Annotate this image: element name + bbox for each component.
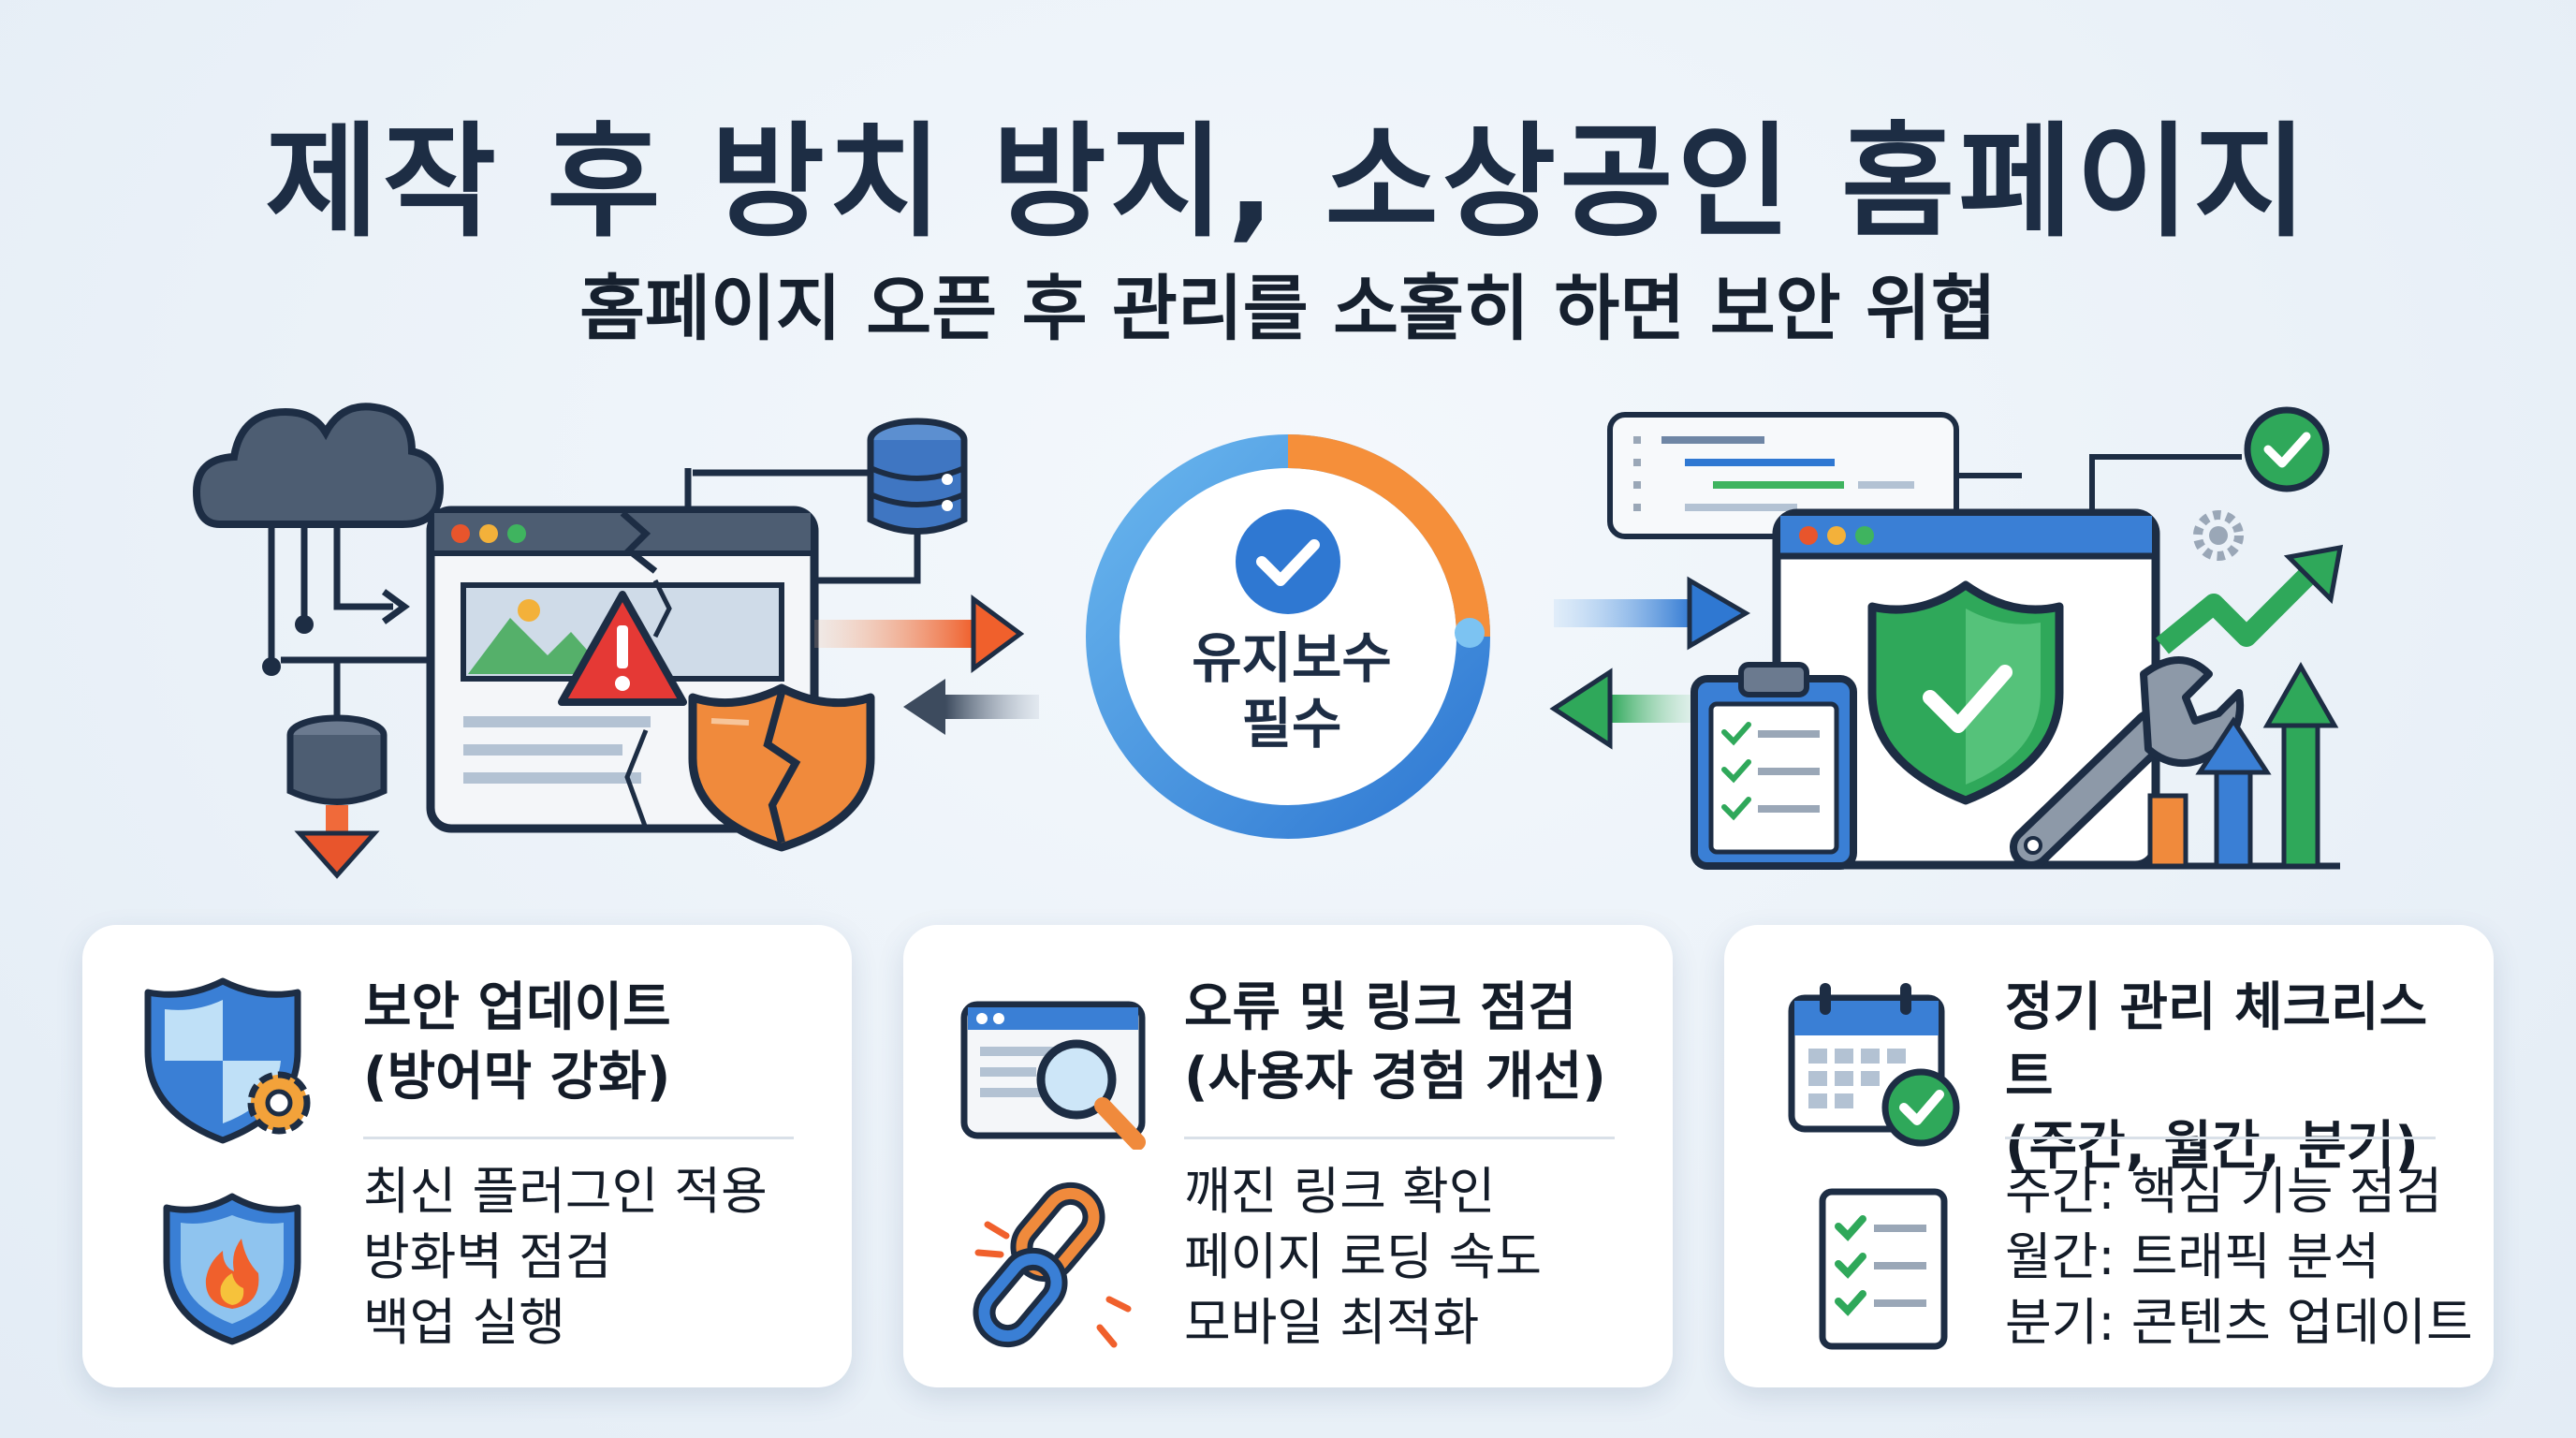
card-title-line2: (주간, 월간, 분기) xyxy=(2005,1116,2419,1177)
browser-magnifier-icon xyxy=(960,1001,1146,1150)
growth-chart-icon xyxy=(2125,544,2344,870)
broken-link-icon xyxy=(973,1181,1132,1348)
card-divider xyxy=(363,1137,794,1139)
card-title: 오류 및 링크 점검 (사용자 경험 개선) xyxy=(1184,974,1652,1112)
card-title: 보안 업데이트 (방어막 강화) xyxy=(363,974,831,1112)
fire-shield-icon xyxy=(163,1193,301,1345)
maintenance-ring xyxy=(1086,434,1490,839)
card-title-line1: 정기 관리 체크리스트 xyxy=(2005,977,2428,1108)
list-item: 방화벽 점검 xyxy=(363,1227,612,1286)
page-title: 제작 후 방치 방지, 소상공인 홈페이지 xyxy=(265,110,2311,255)
wrench-icon xyxy=(2010,656,2245,869)
card-divider xyxy=(1184,1137,1615,1139)
gear-icon xyxy=(2193,510,2244,561)
calendar-check-icon xyxy=(1788,983,1960,1147)
database-icon-bottom xyxy=(281,656,431,879)
card-security-update: 보안 업데이트 (방어막 강화) 최신 플러그인 적용 방화벽 점검 백업 실행 xyxy=(82,925,852,1387)
maintenance-label-line1: 유지보수 xyxy=(1192,626,1392,690)
card-item-list: 최신 플러그인 적용 방화벽 점검 백업 실행 xyxy=(363,1159,768,1356)
arrow-out-orange xyxy=(814,594,1025,673)
arrow-out-green xyxy=(1549,668,1694,750)
card-title: 정기 관리 체크리스트 (주간, 월간, 분기) xyxy=(2005,974,2473,1181)
database-icon-top xyxy=(684,418,968,584)
checklist-icon xyxy=(1819,1188,1948,1350)
card-divider xyxy=(2005,1137,2436,1139)
list-item: 월간: 트래픽 분석 xyxy=(2005,1227,2380,1286)
cloud-icon xyxy=(192,403,445,676)
card-title-line1: 보안 업데이트 xyxy=(363,977,671,1038)
list-item: 페이지 로딩 속도 xyxy=(1184,1227,1543,1286)
warning-icon xyxy=(558,591,687,706)
card-routine-checklist: 정기 관리 체크리스트 (주간, 월간, 분기) 주간: 핵심 기능 점검 월간… xyxy=(1724,925,2494,1387)
card-item-list: 깨진 링크 확인 페이지 로딩 속도 모바일 최적화 xyxy=(1184,1159,1542,1356)
arrow-in-navy xyxy=(903,679,1039,735)
maintenance-label: 유지보수 필수 xyxy=(1105,625,1479,756)
card-title-line1: 오류 및 링크 점검 xyxy=(1184,977,1577,1038)
card-error-link-check: 오류 및 링크 점검 (사용자 경험 개선) 깨진 링크 확인 페이지 로딩 속… xyxy=(903,925,1673,1387)
secure-shield-icon xyxy=(1867,580,2064,805)
list-item: 깨진 링크 확인 xyxy=(1184,1162,1496,1221)
list-item: 분기: 콘텐츠 업데이트 xyxy=(2005,1293,2473,1352)
card-title-line2: (사용자 경험 개선) xyxy=(1184,1047,1606,1108)
clipboard-checklist-icon xyxy=(1690,662,1857,870)
maintenance-label-line2: 필수 xyxy=(1241,692,1342,756)
arrow-in-blue xyxy=(1554,576,1750,651)
cracked-shield-icon xyxy=(688,683,875,852)
list-item: 백업 실행 xyxy=(363,1293,565,1352)
check-circle-top-icon xyxy=(2089,406,2330,510)
card-title-line2: (방어막 강화) xyxy=(363,1047,671,1108)
list-item: 주간: 핵심 기능 점검 xyxy=(2005,1162,2443,1221)
card-item-list: 주간: 핵심 기능 점검 월간: 트래픽 분석 분기: 콘텐츠 업데이트 xyxy=(2005,1159,2473,1356)
page-subtitle: 홈페이지 오픈 후 관리를 소홀히 하면 보안 위협 xyxy=(579,267,1997,350)
shield-gear-icon xyxy=(144,977,311,1144)
list-item: 최신 플러그인 적용 xyxy=(363,1162,768,1221)
list-item: 모바일 최적화 xyxy=(1184,1293,1480,1352)
